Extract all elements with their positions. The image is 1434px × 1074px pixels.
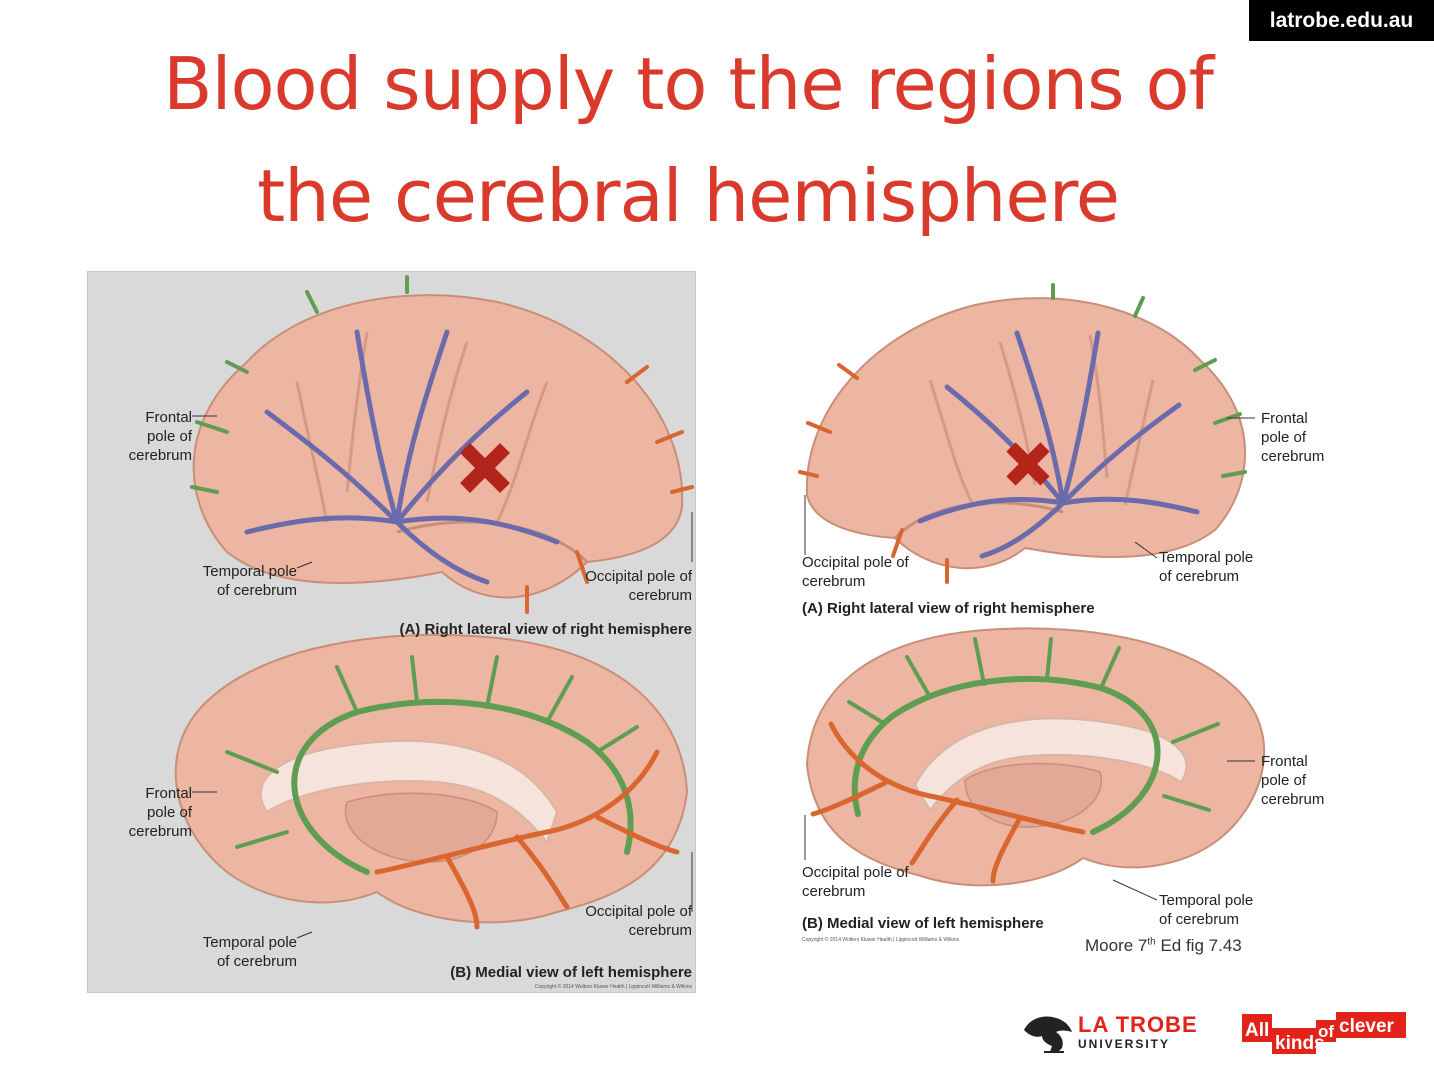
svg-text:cerebrum: cerebrum [629,587,692,604]
svg-text:of cerebrum: of cerebrum [1159,568,1239,585]
latrobe-university-logo[interactable]: LA TROBE UNIVERSITY [1020,1008,1220,1058]
occipital-label-a: Occipital pole of [802,554,910,571]
svg-text:of: of [1318,1022,1334,1041]
frontal-label-b: Frontal [145,785,192,802]
figure-credit: Moore 7th Ed fig 7.43 [1085,936,1242,955]
svg-text:pole of: pole of [147,428,193,445]
svg-text:LA TROBE: LA TROBE [1078,1012,1198,1037]
occipital-label-a: Occipital pole of [585,568,693,585]
occipital-label-b: Occipital pole of [802,864,910,881]
mirrored-brain-figure: Frontal pole of cerebrum Temporal pole o… [87,271,696,993]
svg-text:cerebrum: cerebrum [802,573,865,590]
mirrored-figure-svg: Frontal pole of cerebrum Temporal pole o… [129,275,694,990]
svg-text:cerebrum: cerebrum [1261,791,1324,808]
svg-text:cerebrum: cerebrum [629,922,692,939]
svg-text:pole of: pole of [1261,772,1307,789]
title-line-1: Blood supply to the regions of [163,42,1214,126]
copyright-note: Copyright © 2014 Wolters Kluwer Health |… [535,983,693,990]
svg-text:of cerebrum: of cerebrum [1159,911,1239,928]
eagle-icon [1024,1016,1072,1053]
svg-text:cerebrum: cerebrum [129,823,192,840]
brain-figure: Frontal pole of cerebrum Temporal pole o… [795,280,1340,950]
svg-text:kinds: kinds [1275,1033,1325,1054]
medial-brain-illustration [174,633,689,930]
temporal-label-a: Temporal pole [203,563,297,580]
caption-b: (B) Medial view of left hemisphere [450,964,692,981]
caption-b: (B) Medial view of left hemisphere [802,915,1044,932]
frontal-label-a: Frontal [145,409,192,426]
temporal-label-b: Temporal pole [203,934,297,951]
svg-text:clever: clever [1339,1016,1395,1037]
title-line-2: the cerebral hemisphere [256,154,1120,238]
frontal-label-a: Frontal [1261,410,1308,427]
svg-text:cerebrum: cerebrum [129,447,192,464]
svg-text:cerebrum: cerebrum [802,883,865,900]
all-kinds-of-clever-logo: All kinds of clever [1242,1008,1412,1058]
svg-text:UNIVERSITY: UNIVERSITY [1078,1037,1170,1051]
caption-a: (A) Right lateral view of right hemisphe… [802,600,1095,617]
medial-brain-illustration [805,627,1266,887]
svg-text:of cerebrum: of cerebrum [217,953,297,970]
occipital-label-b: Occipital pole of [585,903,693,920]
svg-text:cerebrum: cerebrum [1261,448,1324,465]
svg-text:pole of: pole of [147,804,193,821]
temporal-label-a: Temporal pole [1159,549,1253,566]
lateral-brain-illustration [190,275,694,614]
temporal-label-b: Temporal pole [1159,892,1253,909]
copyright-note: Copyright © 2014 Wolters Kluwer Health |… [802,936,960,943]
svg-text:All: All [1245,1020,1269,1041]
site-url-badge[interactable]: latrobe.edu.au [1249,0,1434,41]
svg-text:pole of: pole of [1261,429,1307,446]
slide-title: Blood supply to the regions of the cereb… [0,28,1376,252]
figure-svg: Frontal pole of cerebrum Temporal pole o… [798,283,1324,943]
frontal-label-b: Frontal [1261,753,1308,770]
lateral-brain-illustration [798,283,1247,584]
svg-text:of cerebrum: of cerebrum [217,582,297,599]
caption-a: (A) Right lateral view of right hemisphe… [399,621,692,638]
